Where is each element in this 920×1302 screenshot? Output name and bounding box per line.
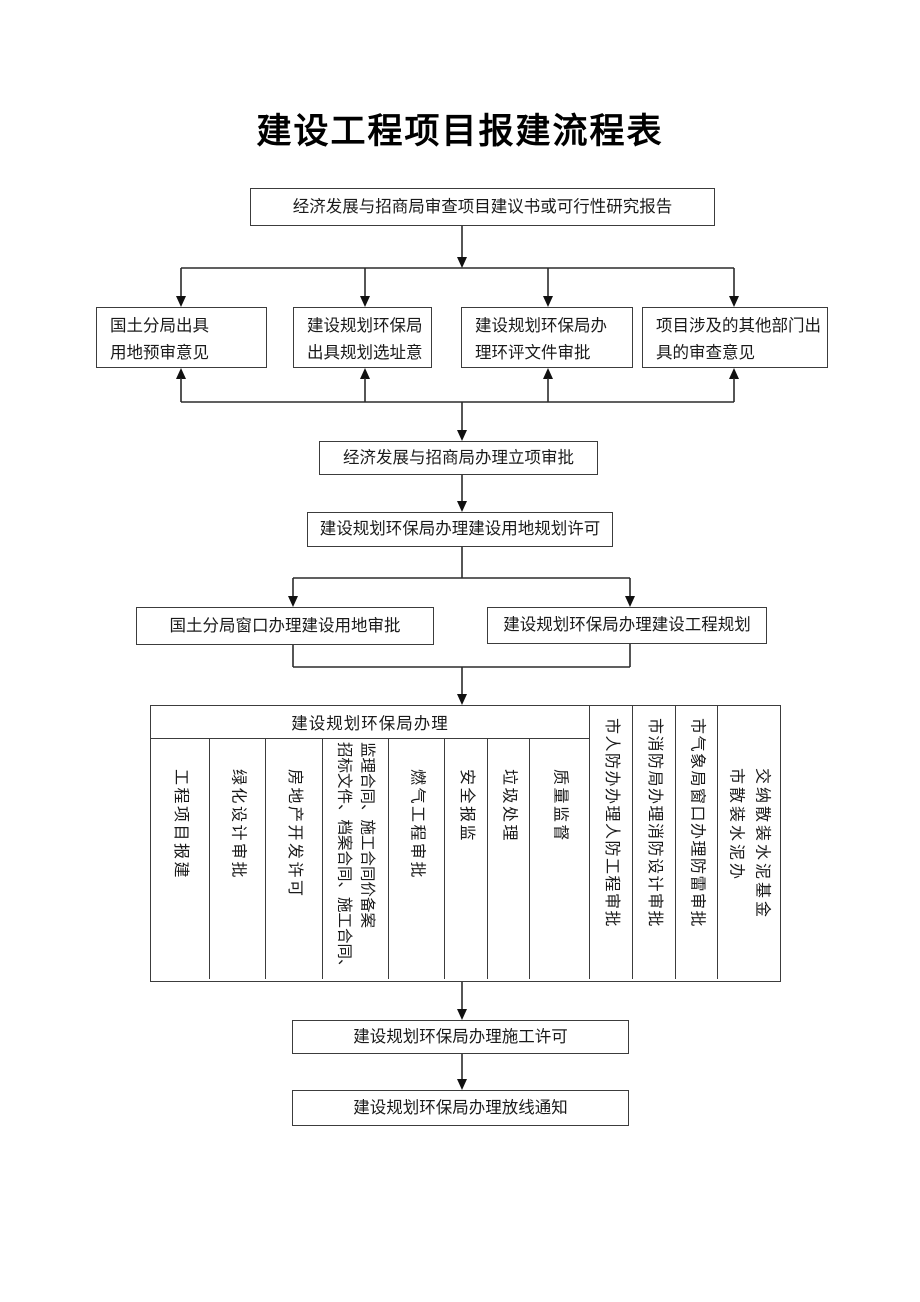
table-side-column-lightning-protection: 市气象局窗口办理防雷审批 xyxy=(676,706,718,979)
page-title: 建设工程项目报建流程表 xyxy=(256,112,664,151)
table-column-project-registration: 工程项目报建 xyxy=(151,739,210,979)
table-column-contract-filing: 监理合同、施工合同价备案 招标文件、档案合同、施工合同、 xyxy=(323,739,389,979)
table-column-quality-supervision: 质量监督 xyxy=(530,739,590,979)
flow-node-engineering-planning: 建设规划环保局办理建设工程规划 xyxy=(487,607,767,644)
flow-node-start: 经济发展与招商局审查项目建议书或可行性研究报告 xyxy=(250,188,715,226)
table-column-garbage-disposal: 垃圾处理 xyxy=(488,739,530,979)
flow-node-layout-notice: 建设规划环保局办理放线通知 xyxy=(292,1090,629,1126)
flow-node-site-selection: 建设规划环保局 出具规划选址意 xyxy=(293,307,432,368)
flow-node-project-approval: 经济发展与招商局办理立项审批 xyxy=(319,441,598,475)
table-column-greening-design: 绿化设计审批 xyxy=(210,739,266,979)
table-column-label: 绿化设计审批 xyxy=(229,769,247,881)
table-column-label: 市人防办办理人防工程审批 xyxy=(603,718,620,929)
connector-review-boxes-to-collector xyxy=(176,368,739,441)
connector-start-to-splitter xyxy=(181,226,734,269)
table-column-label: 垃圾处理 xyxy=(500,769,518,844)
approval-table: 建设规划环保局办理 工程项目报建 绿化设计审批 房地产开发许可 监理合同、施工合… xyxy=(150,705,781,982)
table-column-label: 交纳散装水泥基金 市散装水泥办 xyxy=(727,768,771,921)
flow-node-construction-permit: 建设规划环保局办理施工许可 xyxy=(292,1020,629,1054)
connector-project-approval-to-land-permit xyxy=(457,475,467,512)
table-column-label: 房地产开发许可 xyxy=(286,769,303,899)
table-column-label: 市气象局窗口办理防雷审批 xyxy=(688,718,706,929)
connector-construction-permit-to-layout-notice xyxy=(457,1054,467,1090)
connector-splitter-to-review-boxes xyxy=(176,268,739,307)
table-column-label: 工程项目报建 xyxy=(172,769,189,881)
flow-node-land-approval: 国土分局窗口办理建设用地审批 xyxy=(136,607,434,645)
table-column-gas-engineering: 燃气工程审批 xyxy=(389,739,445,979)
table-column-safety-supervision: 安全报监 xyxy=(445,739,488,979)
flow-node-land-planning-permit: 建设规划环保局办理建设用地规划许可 xyxy=(307,512,613,547)
flow-node-land-preapproval: 国土分局出具 用地预审意见 xyxy=(96,307,267,368)
table-column-label: 质量监督 xyxy=(551,769,569,844)
flow-node-other-departments: 项目涉及的其他部门出 具的审查意见 xyxy=(642,307,828,368)
connector-merge-to-table xyxy=(292,644,631,705)
flow-node-eia-approval: 建设规划环保局办 理环评文件审批 xyxy=(461,307,633,368)
table-column-label: 市消防局办理消防设计审批 xyxy=(646,718,663,929)
table-column-label: 监理合同、施工合同价备案 招标文件、档案合同、施工合同、 xyxy=(335,742,376,975)
table-side-column-bulk-cement-fund: 交纳散装水泥基金 市散装水泥办 xyxy=(718,706,779,979)
table-header-cell: 建设规划环保局办理 xyxy=(151,706,590,739)
table-column-label: 安全报监 xyxy=(458,769,475,844)
connector-table-to-construction-permit xyxy=(457,982,467,1020)
connector-land-permit-split xyxy=(288,547,635,607)
table-side-column-civil-defense: 市人防办办理人防工程审批 xyxy=(590,706,633,979)
table-column-label: 燃气工程审批 xyxy=(408,769,426,881)
table-column-real-estate-license: 房地产开发许可 xyxy=(266,739,323,979)
table-side-column-fire-design: 市消防局办理消防设计审批 xyxy=(633,706,676,979)
